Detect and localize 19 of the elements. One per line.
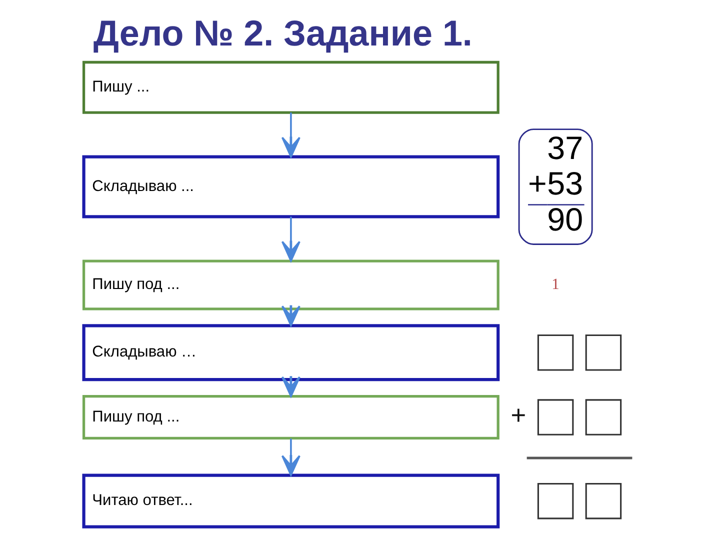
node-box: Пишу под ... [82, 395, 500, 440]
label: 1 [552, 276, 560, 294]
diagram-title: Дело № 2. Задание 1. [93, 12, 472, 54]
node-box [585, 482, 622, 520]
arrow [281, 438, 300, 476]
label: + [510, 400, 526, 430]
node-box: Складываю ... [82, 155, 500, 218]
node-box [585, 399, 622, 436]
arrow [281, 112, 300, 158]
arrow [281, 376, 300, 398]
node-box [585, 334, 622, 371]
node-box: Пишу ... [82, 60, 500, 114]
node-box: 37 +53 90 [518, 128, 593, 245]
node-box [537, 399, 574, 436]
arrow [281, 305, 300, 326]
node-box [537, 334, 574, 371]
arrow [281, 216, 300, 262]
node-box: Читаю ответ... [82, 474, 500, 528]
node-box [537, 482, 574, 520]
